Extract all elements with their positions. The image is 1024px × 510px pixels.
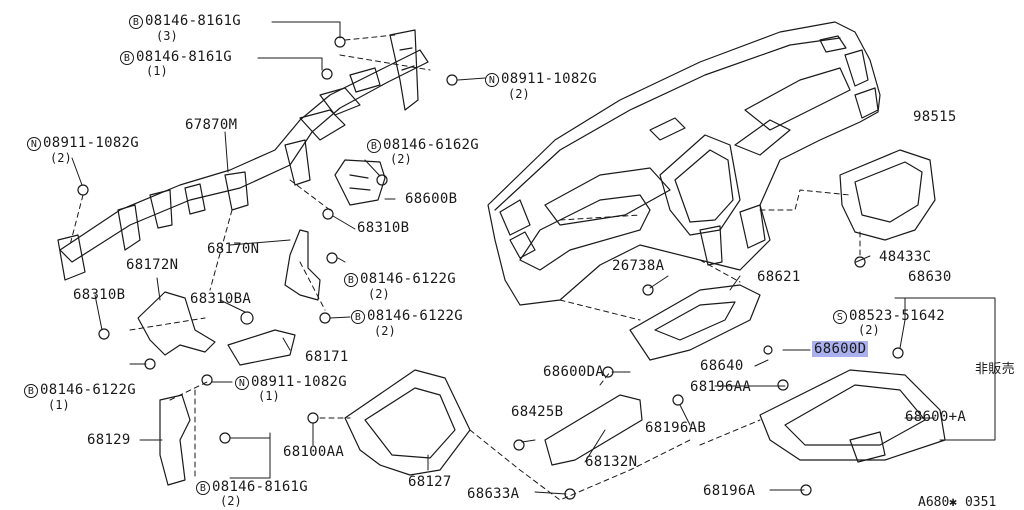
- label-68425B: 68425B: [511, 404, 564, 420]
- part-code: 08146-8161G: [136, 49, 233, 65]
- label-68170N: 68170N: [207, 241, 260, 257]
- label-68196AA: 68196AA: [690, 379, 752, 395]
- screw-prefix-icon: S: [833, 310, 847, 324]
- qty-08911-1082G-1: (1): [258, 389, 280, 403]
- label-68196AB: 68196AB: [645, 420, 707, 436]
- label-68640: 68640: [700, 358, 744, 374]
- label-68132N: 68132N: [585, 454, 638, 470]
- label-68310B-b: 68310B: [73, 287, 126, 303]
- bolt-prefix-icon: B: [344, 273, 358, 287]
- part-code: 08911-1082G: [501, 71, 598, 87]
- label-68630: 68630: [908, 269, 952, 285]
- label-68600DA: 68600DA: [543, 364, 605, 380]
- part-code: 08146-6122G: [367, 308, 464, 324]
- fasteners: [77, 36, 904, 500]
- qty-08146-6122G-1: (1): [48, 398, 70, 412]
- qty-08911-1082G-2a: (2): [508, 87, 530, 101]
- qty-08146-8161G-1: (1): [146, 64, 168, 78]
- label-48433C: 48433C: [879, 249, 932, 265]
- label-68621: 68621: [757, 269, 801, 285]
- bracket-68171: [227, 329, 296, 366]
- label-68600D[interactable]: 68600D: [812, 341, 869, 357]
- qty-08523-51642: (2): [858, 323, 880, 337]
- nut-prefix-icon: N: [235, 376, 249, 390]
- bolt-prefix-icon: B: [367, 139, 381, 153]
- nut-prefix-icon: N: [27, 137, 41, 151]
- label-not-for-sale: 非販売: [975, 362, 1015, 377]
- bolt-prefix-icon: B: [24, 384, 38, 398]
- part-code: 08146-8161G: [145, 13, 242, 29]
- highlighted-part-code[interactable]: 68600D: [812, 341, 869, 357]
- qty-08146-8161G-3: (3): [156, 29, 178, 43]
- bracket-68129: [159, 394, 191, 486]
- leader-lines: [71, 21, 996, 495]
- figure-reference: A680✱ 0351: [918, 495, 997, 510]
- instrument-panel: [487, 21, 881, 306]
- part-code: 08911-1082G: [251, 374, 348, 390]
- part-code: 08146-8161G: [212, 479, 309, 495]
- bracket-68170N: [284, 229, 321, 301]
- label-68310BA: 68310BA: [190, 291, 252, 307]
- bolt-prefix-icon: B: [120, 51, 134, 65]
- part-code: 08911-1082G: [43, 135, 140, 151]
- qty-08911-1082G-2b: (2): [50, 151, 72, 165]
- label-26738A: 26738A: [612, 258, 665, 274]
- frame-68621: [629, 284, 761, 361]
- label-68171: 68171: [305, 349, 349, 365]
- label-68127: 68127: [408, 474, 452, 490]
- part-code: 08146-6162G: [383, 137, 480, 153]
- airbag-module-98515: [839, 149, 936, 241]
- label-68600A: 68600+A: [905, 409, 967, 425]
- bracket-68172N: [137, 291, 216, 356]
- label-68633A: 68633A: [467, 486, 520, 502]
- label-68600B: 68600B: [405, 191, 458, 207]
- bolt-prefix-icon: B: [196, 481, 210, 495]
- qty-08146-6122G-2b: (2): [374, 324, 396, 338]
- nut-prefix-icon: N: [485, 73, 499, 87]
- qty-08146-6162G-2: (2): [390, 152, 412, 166]
- bolt-prefix-icon: B: [351, 310, 365, 324]
- label-68129: 68129: [87, 432, 131, 448]
- qty-08146-6122G-2a: (2): [368, 287, 390, 301]
- part-code: 08523-51642: [849, 308, 946, 324]
- label-68172N: 68172N: [126, 257, 179, 273]
- part-code: 08146-6122G: [360, 271, 457, 287]
- bracket-68132N: [544, 394, 643, 466]
- bracket-68600B: [334, 159, 386, 206]
- frame-68127: [344, 369, 471, 476]
- label-68196A: 68196A: [703, 483, 756, 499]
- bolt-prefix-icon: B: [129, 15, 143, 29]
- label-68100AA: 68100AA: [283, 444, 345, 460]
- label-67870M: 67870M: [185, 117, 238, 133]
- steering-member: [57, 29, 429, 281]
- label-68310B-a: 68310B: [357, 220, 410, 236]
- qty-08146-8161G-2: (2): [220, 494, 242, 508]
- label-98515: 98515: [913, 109, 957, 125]
- assembly-dashed-lines: [69, 34, 861, 501]
- part-code: 08146-6122G: [40, 382, 137, 398]
